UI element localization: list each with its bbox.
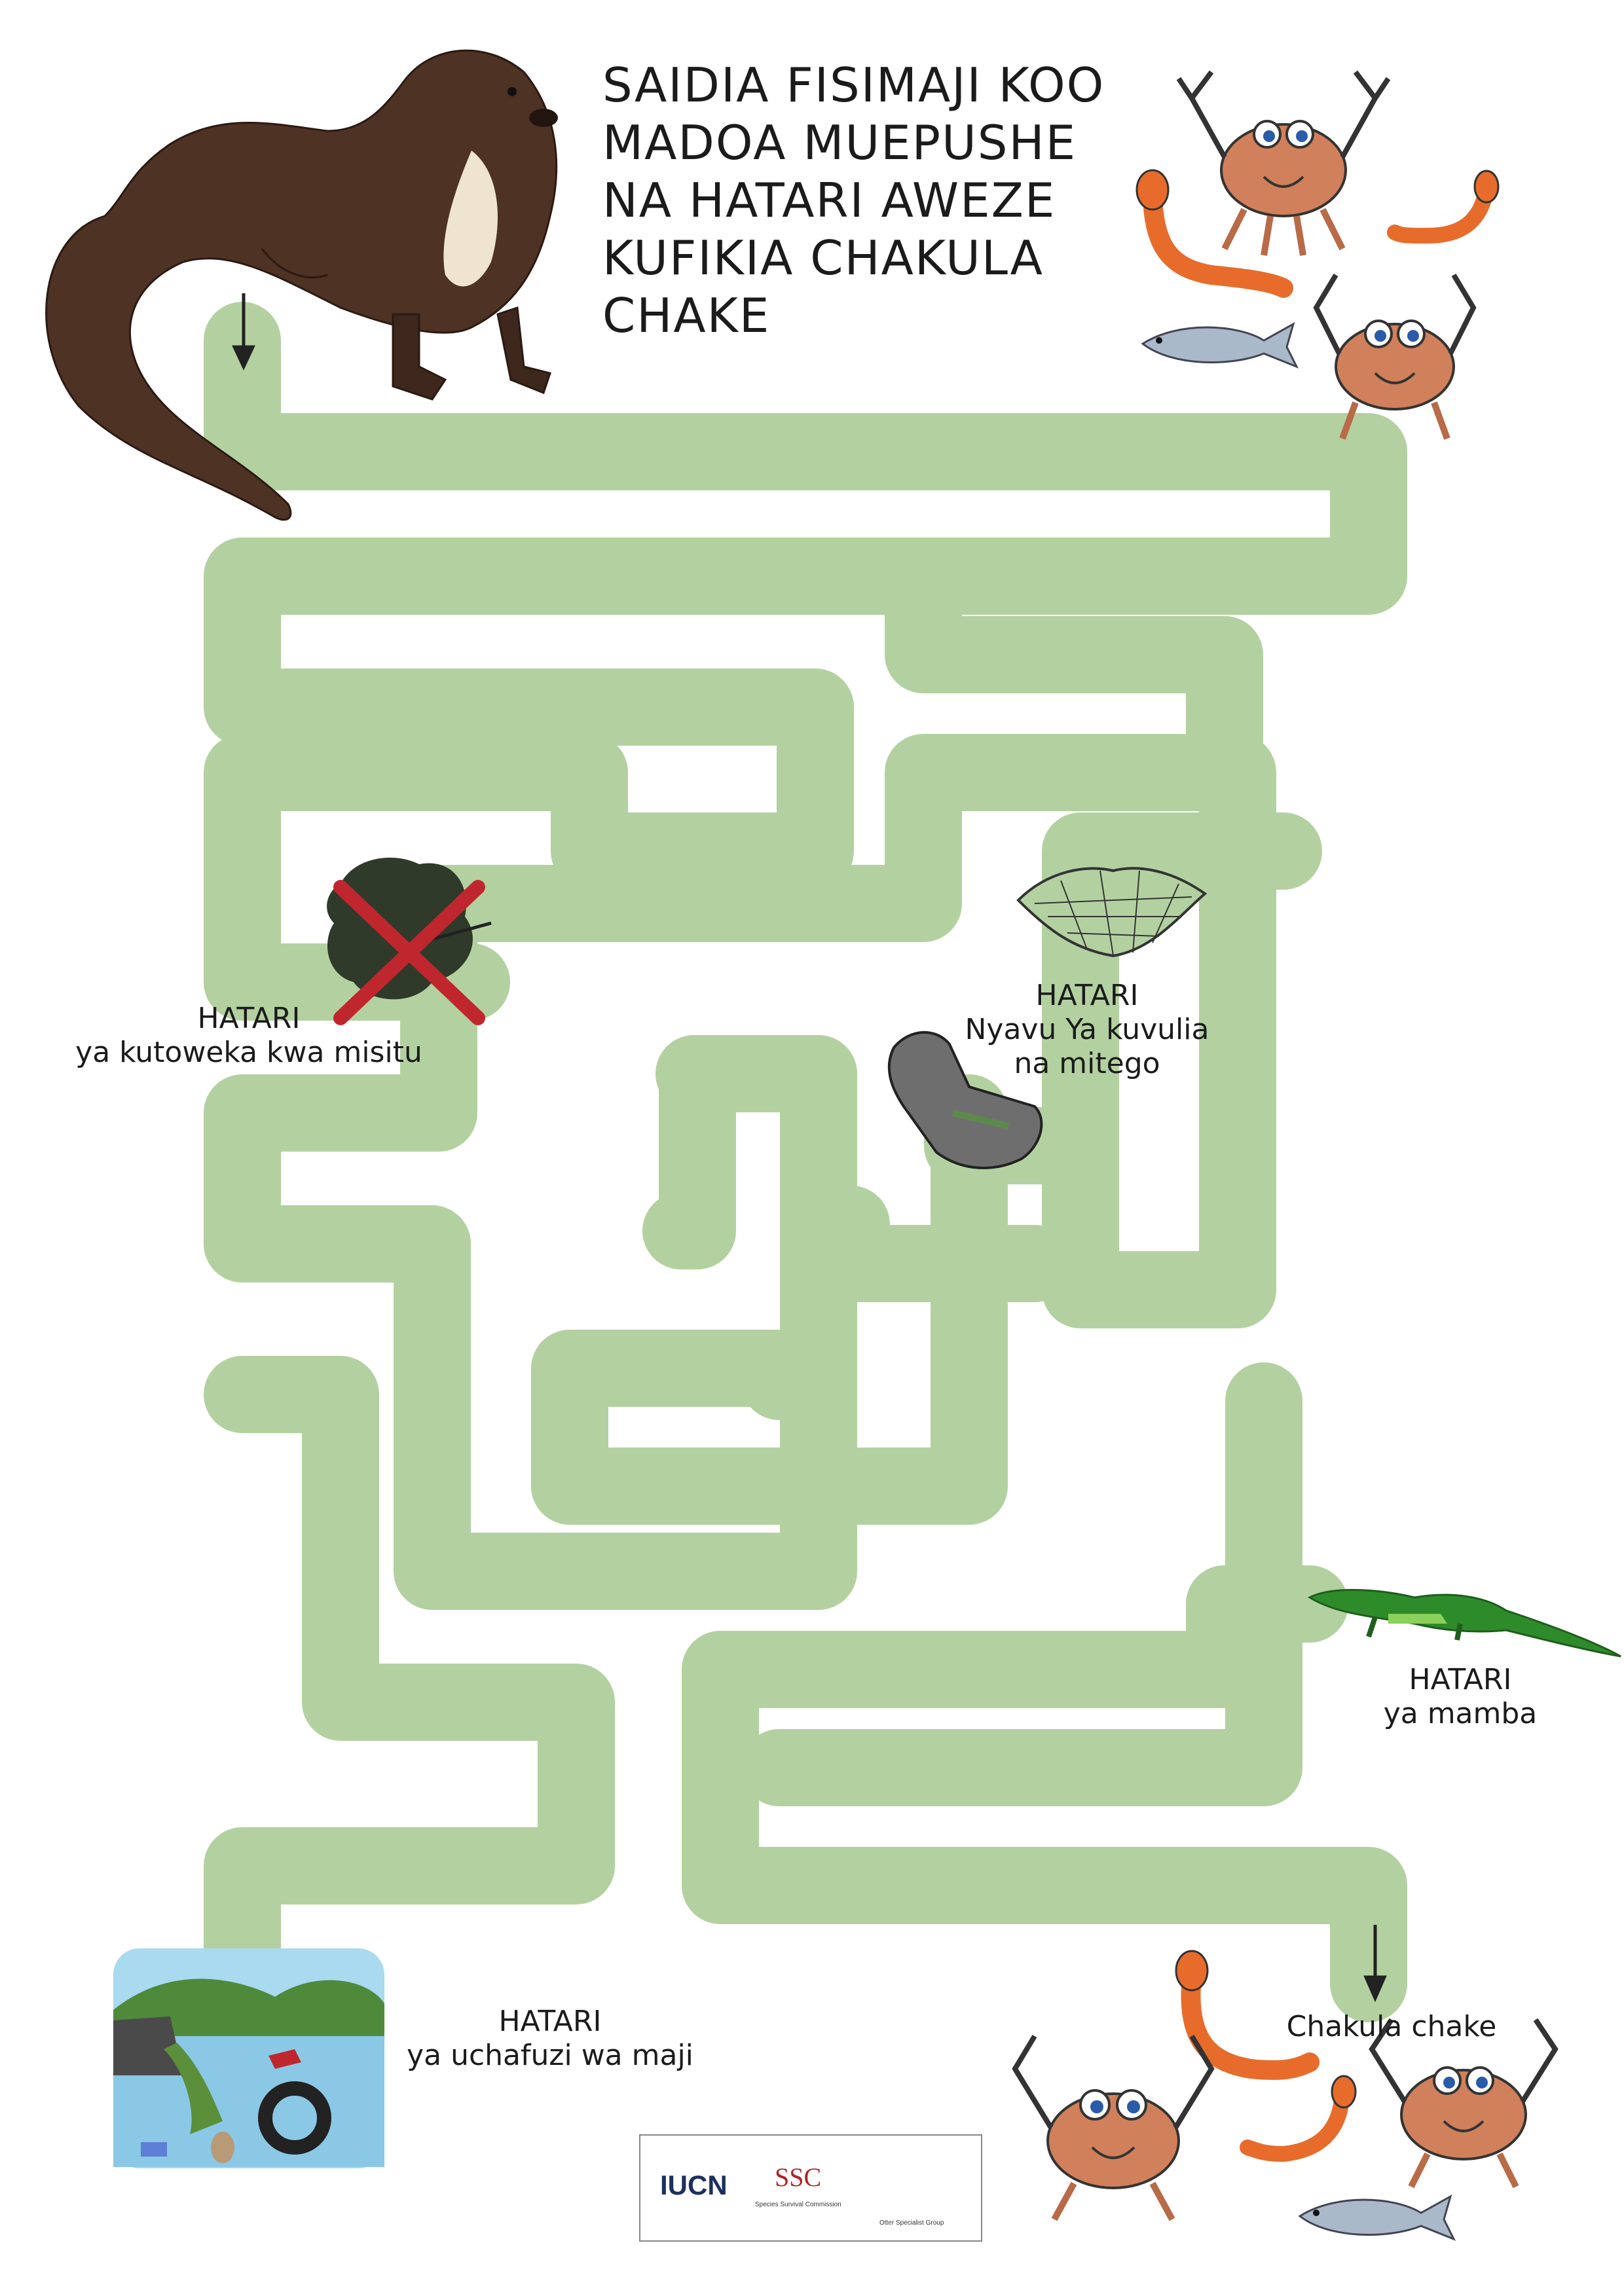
ssc-logo-text: SSC	[775, 2162, 822, 2192]
crocodile-hazard-text: ya mamba	[1383, 1696, 1538, 1730]
maze	[204, 302, 1407, 2029]
deforestation-hazard-label: HATARI ya kutoweka kwa misitu	[65, 1002, 432, 1070]
deforestation-hazard-heading: HATARI	[197, 1002, 301, 1035]
maze-path-branch-j	[741, 1434, 1302, 1806]
otter-illustration	[45, 49, 558, 521]
iucn-logo-text: IUCN	[660, 2170, 728, 2200]
title-line-5: CHAKE	[602, 288, 771, 343]
title-line-1: SAIDIA FISIMAJI KOO	[602, 58, 1105, 113]
maze-path-branch-k	[813, 1186, 1073, 1302]
start-arrow-icon	[232, 293, 255, 371]
worm-illustration	[1175, 1950, 1320, 2080]
pollution-hazard-text: ya uchafuzi wa maji	[407, 2038, 693, 2072]
pollution-scene-illustration	[113, 1948, 384, 2168]
worm-illustration	[1240, 2075, 1357, 2162]
end-arrow-icon	[1363, 1925, 1387, 2003]
maze-path-branch-a	[204, 538, 1263, 1283]
nets-hazard-line-1: Nyavu Ya kuvulia	[965, 1012, 1209, 1046]
nets-hazard-label: HATARI Nyavu Ya kuvulia na mitego	[943, 979, 1231, 1081]
title-line-4: KUFIKIA CHAKULA	[602, 230, 1044, 285]
nets-hazard-line-2: na mitego	[1014, 1046, 1160, 1080]
title-line-2: MADOA MUEPUSHE	[602, 115, 1077, 170]
maze-path-branch-e	[531, 1074, 1008, 1525]
crocodile-illustration	[1307, 1589, 1621, 1658]
deforestation-hazard-text: ya kutoweka kwa misitu	[75, 1035, 422, 1069]
cross-icon	[333, 880, 485, 1025]
maze-path-branch-b	[1042, 734, 1322, 1328]
maze-path-branch-c	[394, 1035, 857, 1610]
worm-illustration	[1135, 169, 1293, 298]
maze-path-main	[204, 302, 1407, 1021]
crocodile-hazard-label: HATARI ya mamba	[1362, 1663, 1559, 1731]
pollution-hazard-heading: HATARI	[498, 2005, 602, 2038]
crab-illustration	[1369, 2018, 1559, 2189]
title-line-3: NA HATARI AWEZE	[602, 173, 1056, 228]
crab-illustration	[1176, 70, 1391, 256]
pollution-hazard-label: HATARI ya uchafuzi wa maji	[393, 2005, 707, 2073]
maze-path-branch-g	[204, 1356, 615, 2029]
nets-hazard-heading: HATARI	[1035, 979, 1139, 1012]
ssc-logo-subtitle: Species Survival Commission	[755, 2201, 841, 2208]
maze-path-branch-d	[642, 1035, 736, 1269]
trap-illustration	[887, 1030, 1043, 1169]
crab-illustration	[1012, 2034, 1215, 2221]
partner-logos: IUCN SSC Species Survival Commission Ott…	[639, 2134, 982, 2242]
crab-illustration	[1313, 273, 1477, 440]
crocodile-hazard-heading: HATARI	[1409, 1663, 1512, 1696]
fish-illustration	[1141, 321, 1299, 369]
fishing-net-illustration	[1016, 867, 1208, 958]
worm-illustration	[1387, 170, 1500, 244]
goal-label: Chakula chake	[1286, 2010, 1497, 2043]
osg-logo-subtitle: Otter Specialist Group	[879, 2219, 944, 2227]
fish-illustration	[1298, 2194, 1456, 2241]
